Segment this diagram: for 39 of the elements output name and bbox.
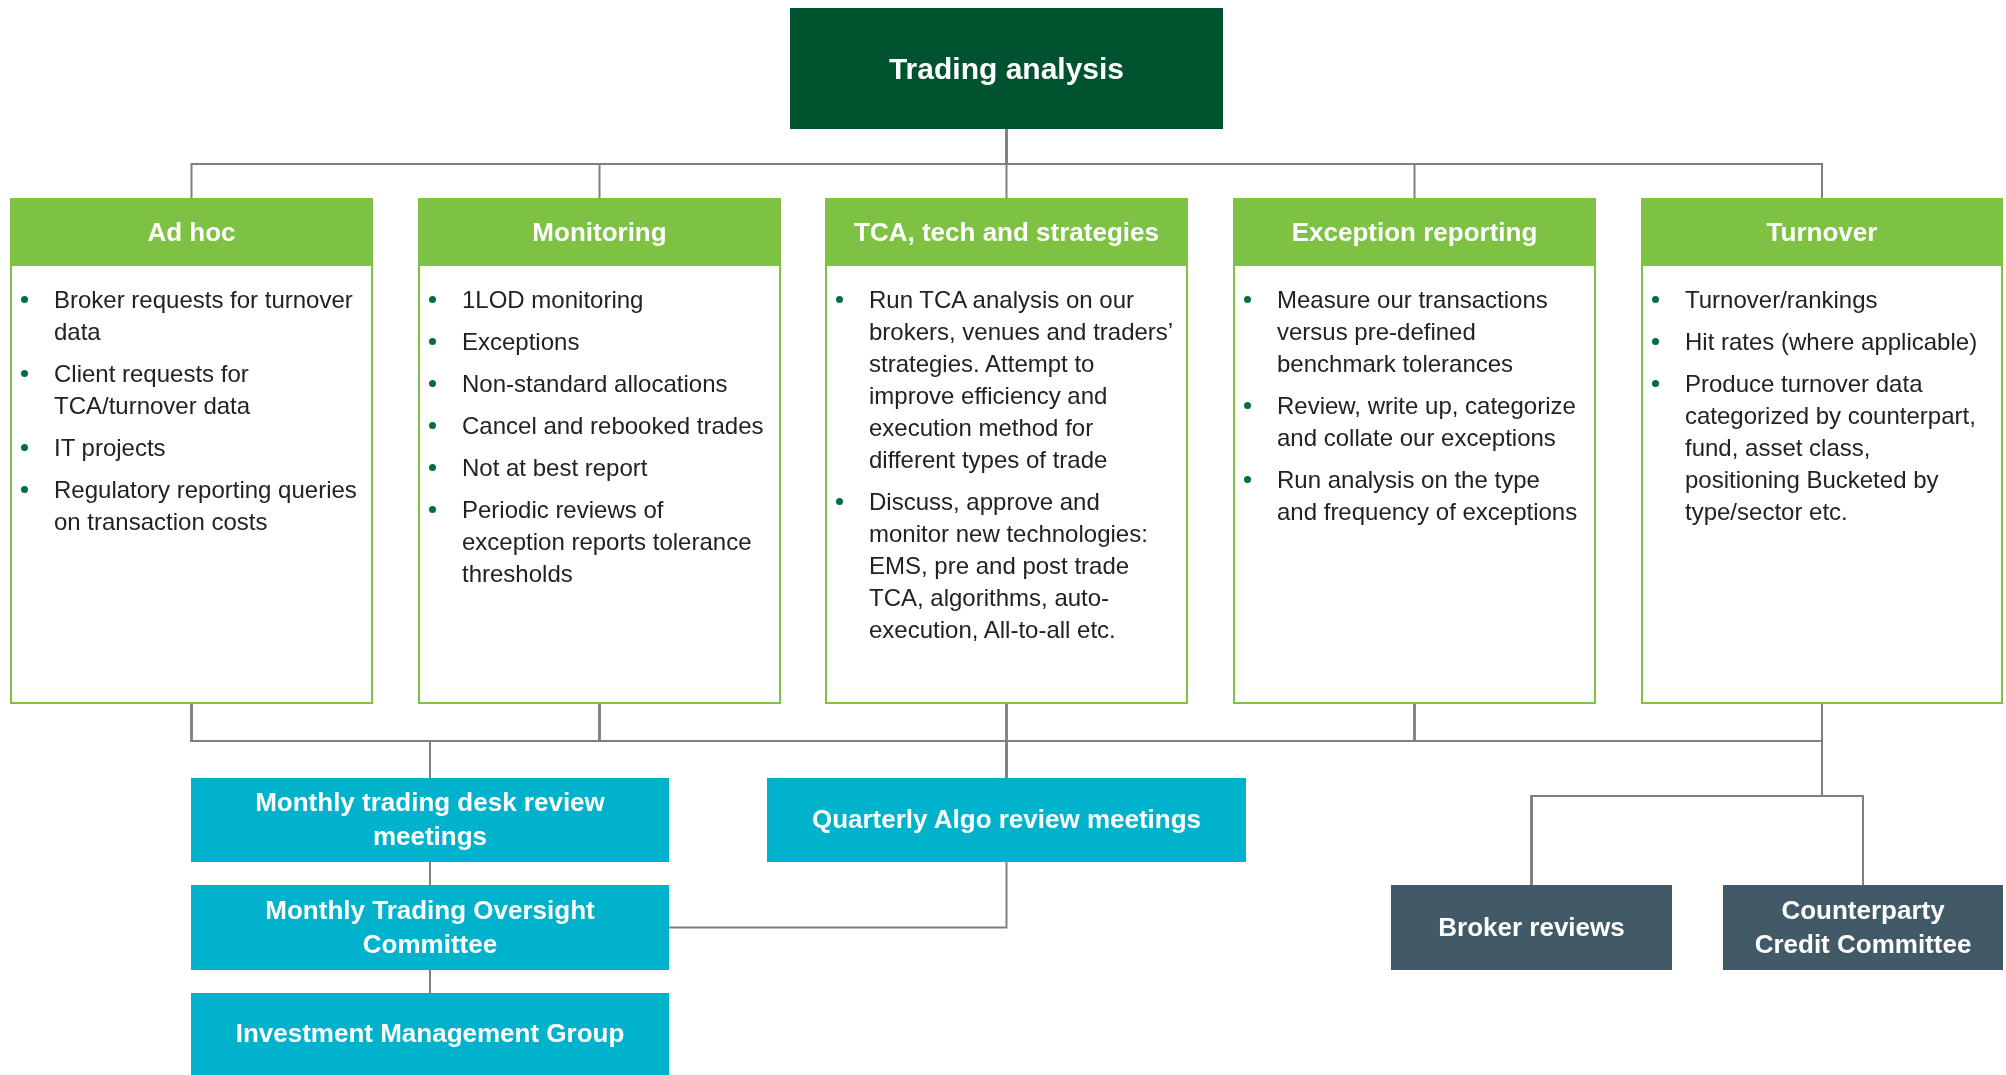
bullet-text: Run TCA analysis on our brokers, venues and traders’ strategies. Attempt to improve efficiency and execution method for different types of trade [869,286,1173,473]
meeting-box: Quarterly Algo review meetings [767,778,1246,862]
panel-heading: Exception reporting [1233,198,1596,266]
connector-line [429,861,431,886]
panel-heading: Turnover [1641,198,2003,266]
bullet-text: Non-standard allocations [462,370,728,397]
title-box: Trading analysis [790,8,1223,129]
meeting-box: Monthly trading desk review meetings [191,778,669,862]
bullet-text: IT projects [54,434,166,461]
bullet-text: Cancel and rebooked trades [462,412,764,439]
bullet-text: Measure our transactions versus pre-defined benchmark tolerances [1277,286,1548,377]
category-panel [1233,198,1596,704]
committee-box: Counterparty Credit Committee [1723,885,2003,970]
committee-box: Monthly Trading Oversight Committee [191,885,669,970]
bullet-text: Produce turnover data categorized by counterpart, fund, asset class, positioning Bucketed by type/sector etc. [1685,370,1976,525]
bullet-text: Broker requests for turnover data [54,286,353,345]
connector-line [429,969,431,994]
bullet-text: Hit rates (where applicable) [1685,328,1978,355]
panel-heading: Monitoring [418,198,781,266]
bullet-text: Exceptions [462,328,580,355]
category-panel [418,198,781,704]
bullet-text: Periodic reviews of exception reports tolerance thresholds [462,496,752,587]
category-panel [1641,198,2003,704]
bullet-text: Regulatory reporting queries on transaction costs [54,476,357,535]
category-panel [10,198,373,704]
category-panel [825,198,1188,704]
bullet-text: Run analysis on the type and frequency of exceptions [1277,466,1578,525]
bullet-text: 1LOD monitoring [462,286,644,313]
connector-line [1821,703,1864,886]
bullet-text: Turnover/rankings [1685,286,1878,313]
group-box: Investment Management Group [191,993,669,1075]
bullet-text: Review, write up, categorize and collate our exceptions [1277,392,1576,451]
bullet-text: Client requests for TCA/turnover data [54,360,251,419]
connector-line [668,861,1008,929]
panel-heading: TCA, tech and strategies [825,198,1188,266]
bullet-text: Not at best report [462,454,648,481]
bullet-text: Discuss, approve and monitor new technologies: EMS, pre and post trade TCA, algorithms, auto-execution, All-to-all etc. [869,488,1148,643]
panel-heading: Ad hoc [10,198,373,266]
review-box: Broker reviews [1391,885,1672,970]
